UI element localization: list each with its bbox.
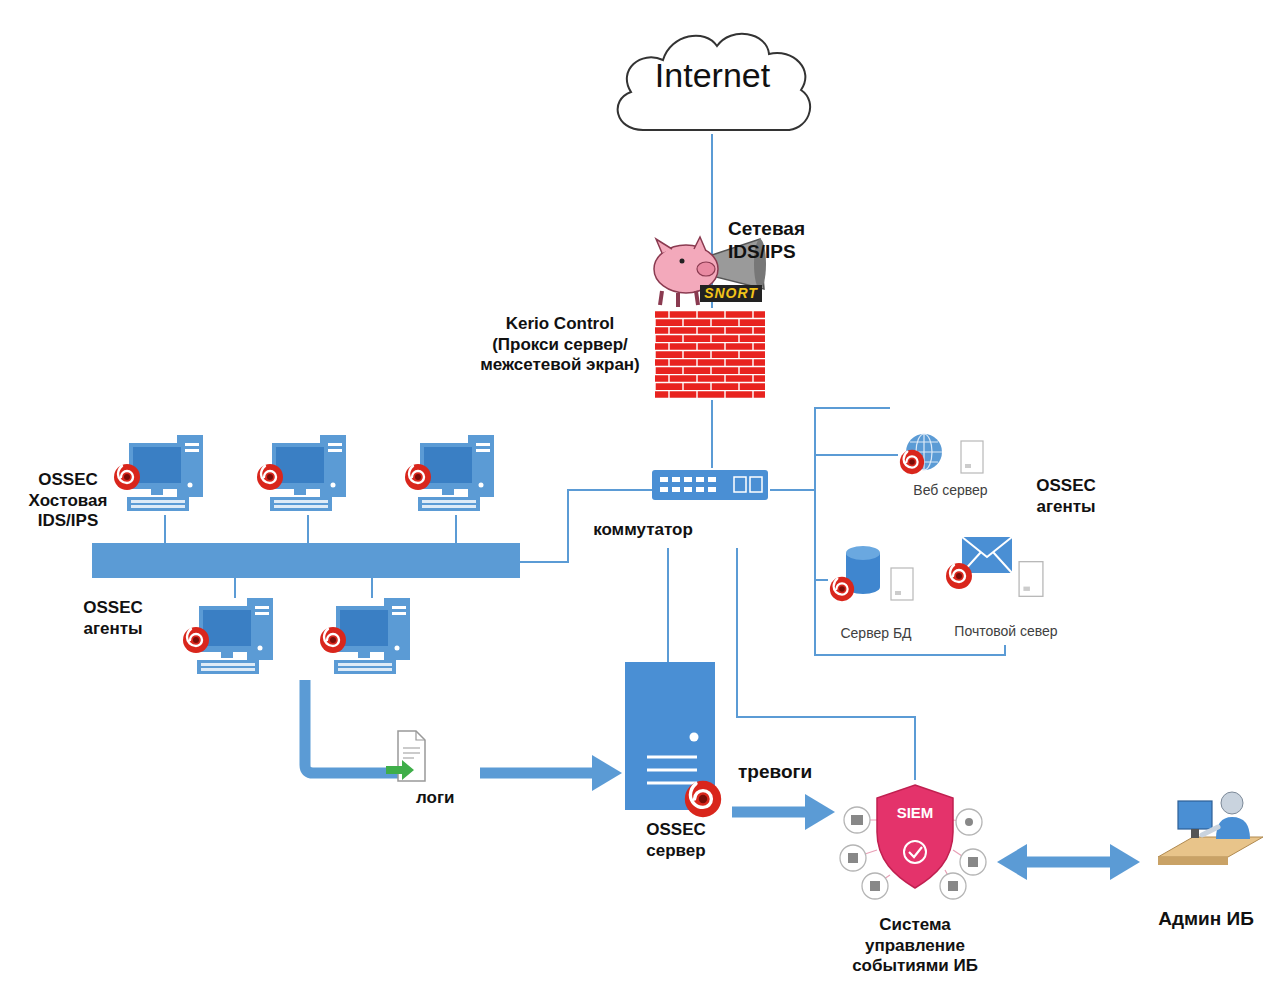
connector-line — [732, 807, 807, 818]
free-label-wrap: OSSEC агенты — [72, 598, 154, 639]
node-icon — [898, 448, 926, 476]
node-icon — [960, 440, 984, 474]
connector-line — [737, 548, 915, 780]
network-link — [770, 455, 898, 490]
mail-server: Почтовой север — [938, 535, 1076, 645]
connector-line — [770, 455, 898, 490]
node-label-wrap: OSSEC сервер — [622, 820, 730, 861]
network-switch: коммутатор — [578, 468, 770, 548]
node-label-wrap: Система управление событиями ИБ — [835, 915, 995, 977]
web-server: Веб сервер — [898, 432, 1005, 504]
node-label-wrap: Kerio Control (Прокси сервер/ межсетевой… — [470, 314, 650, 376]
node-label: Kerio Control (Прокси сервер/ межсетевой… — [470, 314, 650, 376]
siem-system: SIEM Система управление событиями ИБ — [835, 780, 997, 985]
node-label-wrap: Почтовой север — [938, 623, 1074, 640]
network-link — [668, 548, 669, 662]
node-label-wrap: SIEM — [885, 804, 945, 822]
connector-line — [1025, 857, 1112, 868]
arrow-head — [592, 755, 622, 791]
node-label: Сетевая IDS/IPS — [728, 217, 833, 263]
node-icon — [835, 780, 995, 905]
flow-arrow — [480, 755, 622, 791]
node-label: Админ ИБ — [1140, 907, 1272, 930]
node-icon — [890, 567, 914, 601]
security-admin: Админ ИБ — [1140, 785, 1274, 935]
arrow-head — [805, 794, 835, 830]
node-label-wrap: SNORT — [700, 285, 762, 302]
node-icon — [1158, 787, 1266, 869]
node-label: Сервер БД — [828, 625, 924, 642]
node-icon — [386, 760, 414, 780]
free-label-wrap: OSSEC Хостовая IDS/IPS — [16, 470, 120, 532]
log-flow — [305, 680, 400, 773]
flow-arrow — [997, 844, 1140, 880]
node-icon — [828, 575, 856, 603]
node-icon — [652, 470, 768, 500]
node-label-wrap: Internet — [605, 55, 820, 96]
node-label-wrap: логи — [416, 788, 476, 809]
node-label: Почтовой север — [938, 623, 1074, 640]
node-icon — [394, 730, 426, 782]
arrow-head — [997, 844, 1027, 880]
db-server: Сервер БД — [828, 545, 926, 647]
node-icon — [962, 537, 1012, 573]
internet-cloud: Internet — [605, 22, 822, 134]
node-label-wrap: Сервер БД — [828, 625, 924, 642]
snort-ids: Сетевая IDS/IPS SNORT — [648, 215, 835, 310]
edge-label-wrap: тревоги — [738, 760, 838, 783]
node-label: коммутатор — [578, 520, 708, 541]
free-label: OSSEC Хостовая IDS/IPS — [16, 470, 120, 532]
network-link — [770, 490, 828, 580]
network-link — [737, 548, 915, 780]
flow-arrow — [732, 794, 835, 830]
ossec-server: OSSEC сервер — [622, 662, 732, 872]
free-label-wrap: OSSEC агенты — [1025, 476, 1107, 517]
connector-line — [711, 400, 713, 468]
node-label-wrap: Сетевая IDS/IPS — [728, 217, 833, 263]
node-label: SNORT — [700, 285, 762, 302]
network-link — [712, 400, 713, 468]
lan-bus — [92, 543, 520, 578]
workstations — [114, 435, 494, 674]
arrow-head — [1110, 844, 1140, 880]
node-label: OSSEC сервер — [622, 820, 730, 861]
wires — [165, 408, 890, 598]
connector-line — [667, 548, 669, 662]
node-label: SIEM — [885, 804, 945, 822]
node-label: Internet — [605, 55, 820, 96]
node-icon — [655, 310, 765, 398]
node-label: Система управление событиями ИБ — [835, 915, 995, 977]
edge-label: тревоги — [738, 760, 812, 783]
free-label: OSSEC агенты — [72, 598, 154, 639]
node-label-wrap: коммутатор — [578, 520, 708, 541]
connector-line — [480, 768, 594, 779]
node-label-wrap: Админ ИБ — [1140, 907, 1272, 930]
connector-line — [770, 490, 828, 580]
node-icon — [944, 561, 974, 591]
node-icon — [1018, 557, 1044, 601]
node-label: логи — [416, 788, 476, 809]
node-label: Веб сервер — [898, 482, 1003, 499]
firewall: Kerio Control (Прокси сервер/ межсетевой… — [462, 308, 767, 400]
node-label-wrap: Веб сервер — [898, 482, 1003, 499]
log-file: логи — [386, 730, 480, 814]
free-label: OSSEC агенты — [1025, 476, 1107, 517]
node-icon — [682, 778, 724, 820]
